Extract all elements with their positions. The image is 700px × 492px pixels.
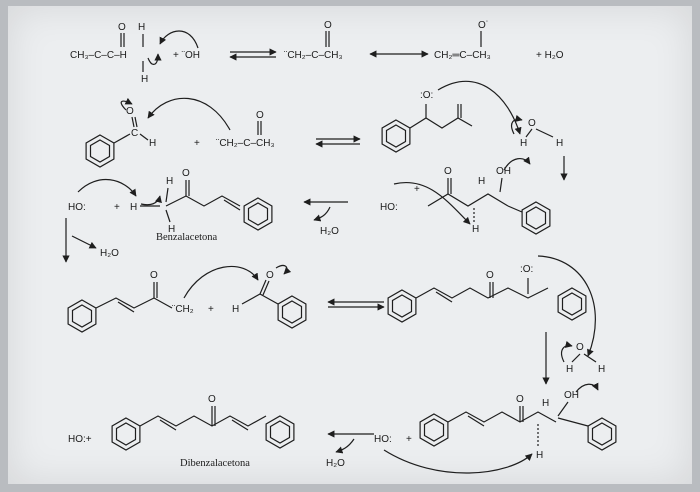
row-4-second-addition: O ¨CH₂ + H O O :O: O H H (67, 255, 605, 385)
row-2-aldol-addition: C O H + ¨CH₂–C–CH₃ O :O: O H H (85, 80, 568, 181)
dibenzalacetone-ring-right (265, 415, 295, 449)
reaction-mechanism-sheet: CH₃–C–C–H O H H + ¨OH ¨CH₂–C–CH₃ O CH₂═C… (8, 6, 692, 484)
row5-h-b: H (536, 450, 543, 461)
hydroxide-mid-row3: HO: (380, 202, 398, 213)
benzalacetone-ring (243, 197, 273, 231)
water-product-top: + H₂O (536, 50, 564, 61)
acetone-carbonyl-o: O (118, 22, 126, 33)
mechanism-diagram: CH₃–C–C–H O H H + ¨OH ¨CH₂–C–CH₃ O CH₂═C… (62, 20, 617, 474)
carbanion-row2: ¨CH₂–C–CH₃ (216, 138, 275, 149)
enolate-o-minus: O˙ (478, 20, 489, 31)
carbanion-row2-o: O (256, 110, 264, 121)
acetone-formula: CH₃–C–C–H (70, 50, 127, 61)
acetone-h-bottom: H (141, 74, 148, 85)
row5-plus-mid: + (406, 434, 412, 445)
water-h2-row2: H (556, 138, 563, 149)
row4-aldehyde-o: O (266, 270, 274, 281)
row5-aldol-ring-right (587, 417, 617, 451)
row4-adduct-ring-right (557, 287, 587, 321)
carbonyl-o-row3: O (182, 168, 190, 179)
aldehyde-carbon: C (131, 128, 138, 139)
plus-row2: + (194, 138, 200, 149)
row4-ketone-o: O (486, 270, 494, 281)
water-h-row2: H (520, 138, 527, 149)
adduct-alkoxide-o: :O: (420, 90, 433, 101)
row4-benzaldehyde-ring (277, 295, 307, 329)
row-1-enolate-formation: CH₃–C–C–H O H H + ¨OH ¨CH₂–C–CH₃ O CH₂═C… (70, 20, 564, 85)
plus-mid-row3: + (414, 184, 420, 195)
row-3-dehydration: HO: + H H H O Benzalacetona H₂O HO: + O … (62, 156, 551, 263)
water-o-row2: O (528, 118, 536, 129)
dibenzalacetone-ring-left (111, 417, 141, 451)
acetone-h-top: H (138, 22, 145, 33)
water-row3: H₂O (320, 226, 339, 237)
row4-adduct-ring-left (387, 289, 417, 323)
water-left-row3: H₂O (100, 248, 119, 259)
dibenzalacetone-label: Dibenzalacetona (180, 458, 250, 469)
oh-row3: OH (496, 166, 511, 177)
h-d-row3: H (472, 224, 479, 235)
row4-alkoxide-o: :O: (520, 264, 533, 275)
row5-ketone-o: O (516, 394, 524, 405)
h-c-row3: H (478, 176, 485, 187)
row4-water-h: H (566, 364, 573, 375)
carbanion-carbonyl-o: O (324, 20, 332, 31)
enolate-formula: CH₂═C–CH₃ (434, 50, 491, 61)
h-top-row3: H (166, 176, 173, 187)
h-bottom-row3: H (168, 224, 175, 235)
aldol-ring-row3 (521, 201, 551, 235)
hydroxide-row3: HO: (68, 202, 86, 213)
plus-row3: + (114, 202, 120, 213)
row5-oh: OH (564, 390, 579, 401)
row5-h-a: H (542, 398, 549, 409)
benzalacetone-label: Benzalacetona (156, 232, 218, 243)
benzaldehyde-ring (85, 134, 115, 168)
row4-water-h2: H (598, 364, 605, 375)
adduct-ring (381, 119, 411, 153)
row4-ch2: ¨CH₂ (172, 304, 194, 315)
hydroxide-ion: + ¨OH (173, 50, 200, 61)
row4-ring-left (67, 299, 97, 333)
aldehyde-h: H (149, 138, 156, 149)
row5-aldol-ring-left (419, 413, 449, 447)
row-5-final-dehydration: HO:+ O Dibenzalacetona H₂O HO: + O OH H … (68, 382, 617, 474)
row5-hydroxide-mid: HO: (374, 434, 392, 445)
carbanion-formula: ¨CH₂–C–CH₃ (284, 50, 343, 61)
row4-plus: + (208, 304, 214, 315)
row5-hydroxide: HO:+ (68, 434, 92, 445)
row4-water-o: O (576, 342, 584, 353)
alpha-h-row3: H (130, 202, 137, 213)
row5-water: H₂O (326, 458, 345, 469)
row4-h: H (232, 304, 239, 315)
carbonyl-o2-row3: O (444, 166, 452, 177)
row4-carbonyl-o: O (150, 270, 158, 281)
dibenzalacetone-carbonyl-o: O (208, 394, 216, 405)
aldehyde-o: O (126, 106, 134, 117)
